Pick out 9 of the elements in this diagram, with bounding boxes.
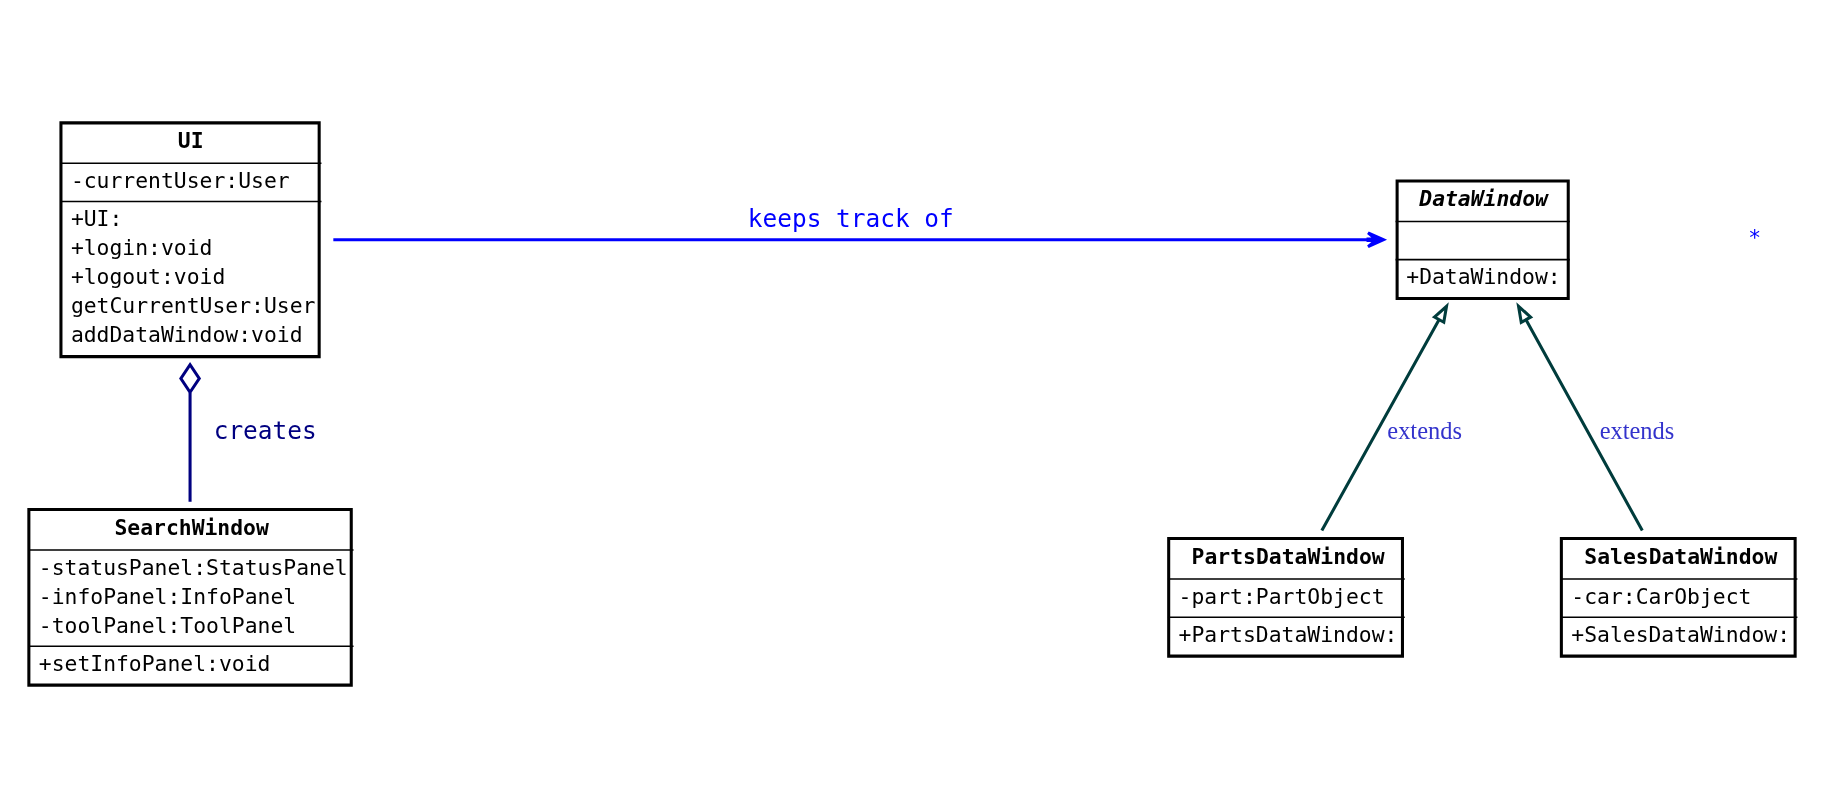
edge-label: creates: [213, 415, 317, 445]
edge-label: extends: [1599, 416, 1674, 444]
label: *: [1747, 225, 1761, 251]
arrow: [332, 231, 1385, 249]
edge-label: keeps track of: [747, 204, 954, 234]
connector: [178, 362, 201, 502]
arrow: [1320, 302, 1449, 532]
arrow: [1515, 302, 1644, 532]
edge-label: extends: [1386, 416, 1462, 444]
